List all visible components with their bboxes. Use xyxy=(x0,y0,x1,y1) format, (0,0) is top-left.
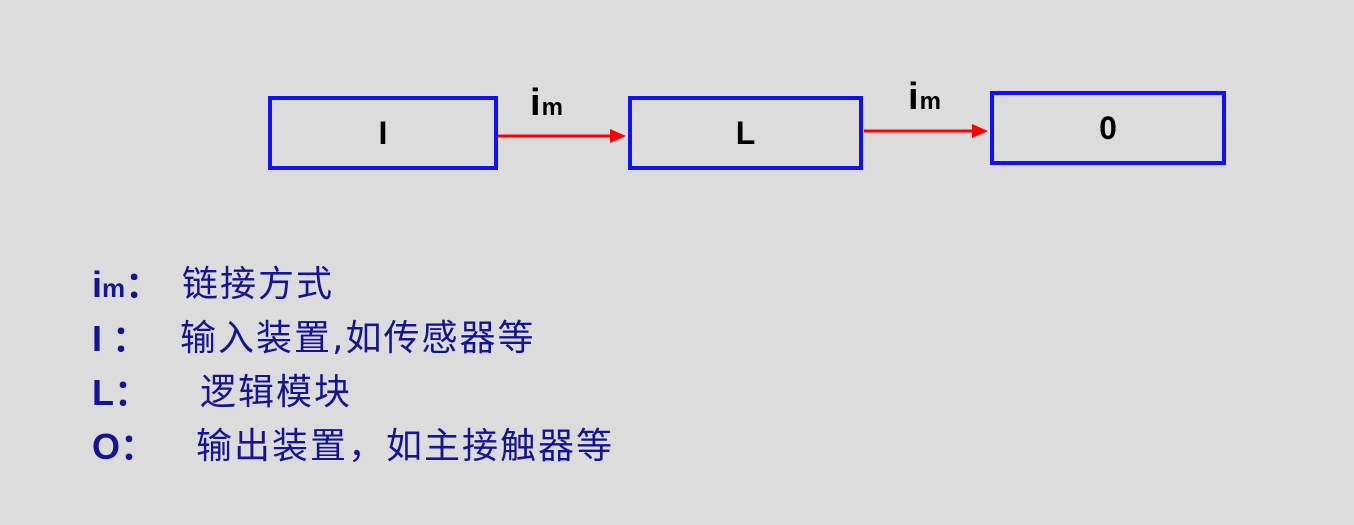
legend-term-i: I ： xyxy=(92,318,149,359)
legend-row-link-mode: im： 链接方式 xyxy=(92,258,852,312)
legend-term-o: O： xyxy=(92,426,157,467)
legend-term-im: im： xyxy=(92,258,161,315)
link-label-2: im xyxy=(908,78,941,116)
link-label-1-main: i xyxy=(530,82,541,124)
legend-desc-l: 逻辑模块 xyxy=(200,372,353,413)
legend-row-output: O： 输出装置，如主接触器等 xyxy=(92,420,852,474)
output-box: 0 xyxy=(990,91,1226,165)
link-arrow-1 xyxy=(498,129,626,143)
legend-term-im-colon: ： xyxy=(125,264,162,305)
link-arrow-2 xyxy=(864,124,988,138)
logic-box-label: L xyxy=(735,114,756,151)
input-box-label: I xyxy=(378,114,388,151)
legend: im： 链接方式 I ： 输入装置,如传感器等 L： 逻辑模块 O： 输出装置，… xyxy=(92,258,852,474)
logic-box: L xyxy=(628,96,863,170)
output-box-label: 0 xyxy=(1099,109,1117,146)
link-label-2-main: i xyxy=(908,76,919,118)
legend-desc-i: 输入装置,如传感器等 xyxy=(180,318,536,359)
link-label-1-sub: m xyxy=(541,94,563,121)
legend-desc-o: 输出装置，如主接触器等 xyxy=(196,426,615,467)
link-label-2-sub: m xyxy=(919,88,941,115)
legend-term-im-sub: m xyxy=(102,273,126,303)
input-box: I xyxy=(268,96,498,170)
legend-row-input: I ： 输入装置,如传感器等 xyxy=(92,312,852,366)
legend-term-im-main: i xyxy=(92,264,103,305)
legend-term-l: L： xyxy=(92,372,150,413)
link-label-1: im xyxy=(530,84,563,122)
legend-row-logic: L： 逻辑模块 xyxy=(92,366,852,420)
legend-desc-im: 链接方式 xyxy=(182,264,335,305)
